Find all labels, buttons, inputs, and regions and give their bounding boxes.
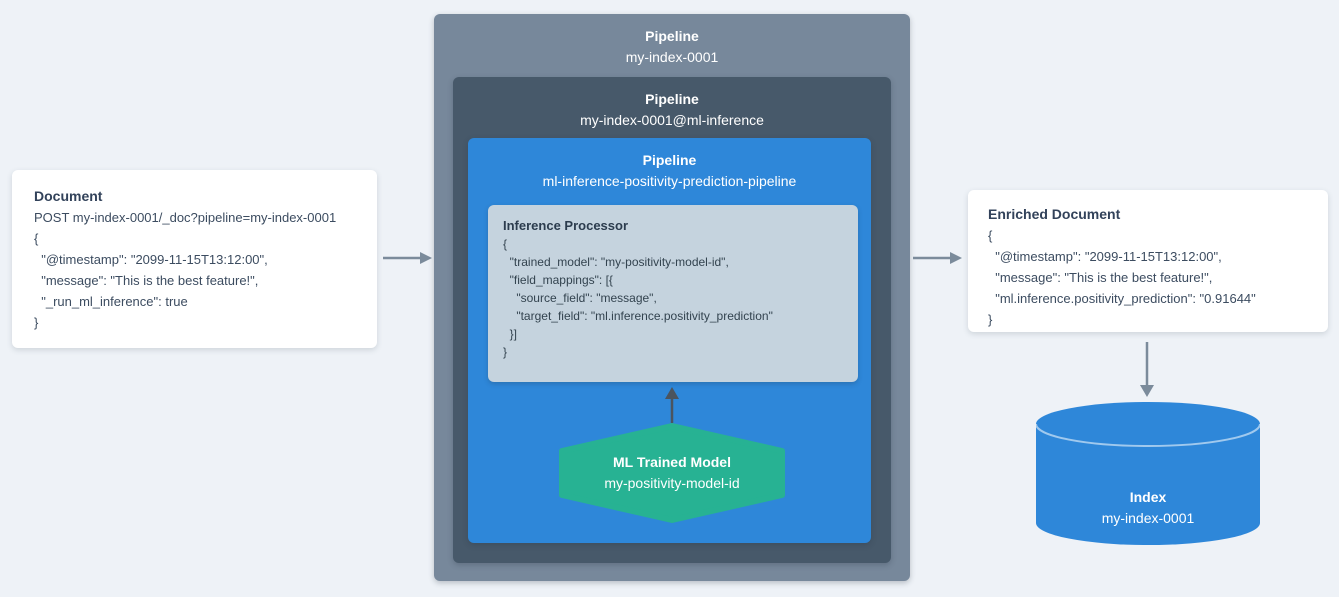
index-label: Index my-index-0001 (1036, 436, 1260, 579)
pipeline-prediction-subtitle: ml-inference-positivity-prediction-pipel… (542, 173, 797, 189)
arrow-pipeline-to-enriched-icon (913, 252, 962, 264)
enriched-document-card: Enriched Document { "@timestamp": "2099-… (968, 190, 1328, 332)
enriched-document-code: { "@timestamp": "2099-11-15T13:12:00", "… (988, 228, 1256, 327)
pipeline-ml-inference-title: Pipeline (645, 91, 699, 107)
inference-processor-box: Inference Processor { "trained_model": "… (488, 205, 858, 382)
document-card: Document POST my-index-0001/_doc?pipelin… (12, 170, 377, 348)
document-card-title: Document (34, 188, 103, 204)
pipeline-prediction-box: Pipeline ml-inference-positivity-predict… (468, 138, 871, 543)
index-subtitle: my-index-0001 (1101, 509, 1195, 526)
enriched-document-title: Enriched Document (988, 206, 1121, 222)
pipeline-ml-inference-box: Pipeline my-index-0001@ml-inference Pipe… (453, 77, 891, 563)
document-card-code: POST my-index-0001/_doc?pipeline=my-inde… (34, 210, 337, 330)
hexagon-shape-icon (559, 423, 785, 523)
pipeline-outer-box: Pipeline my-index-0001 Pipeline my-index… (434, 14, 910, 581)
pipeline-outer-subtitle: my-index-0001 (625, 49, 719, 65)
inference-processor-title: Inference Processor (503, 218, 629, 233)
ml-trained-model-label: ML Trained Model my-positivity-model-id (559, 423, 785, 523)
index-cylinder: Index my-index-0001 (1036, 402, 1260, 545)
ml-trained-model-subtitle: my-positivity-model-id (604, 475, 740, 491)
pipeline-outer-header: Pipeline my-index-0001 (434, 14, 910, 68)
pipeline-prediction-title: Pipeline (642, 152, 697, 168)
pipeline-prediction-header: Pipeline ml-inference-positivity-predict… (468, 138, 871, 192)
ml-trained-model-title: ML Trained Model (613, 454, 731, 470)
arrow-document-to-pipeline-icon (383, 252, 432, 264)
cylinder-shape-icon (1036, 402, 1260, 545)
pipeline-outer-title: Pipeline (645, 28, 699, 44)
inference-processor-code: { "trained_model": "my-positivity-model-… (503, 237, 773, 359)
index-title: Index (1129, 488, 1167, 505)
arrow-enriched-to-index-icon (1140, 342, 1154, 397)
pipeline-ml-inference-subtitle: my-index-0001@ml-inference (580, 112, 764, 128)
pipeline-ml-inference-header: Pipeline my-index-0001@ml-inference (453, 77, 891, 131)
ml-trained-model-hexagon: ML Trained Model my-positivity-model-id (559, 423, 785, 523)
arrow-model-to-processor-icon (665, 387, 679, 423)
